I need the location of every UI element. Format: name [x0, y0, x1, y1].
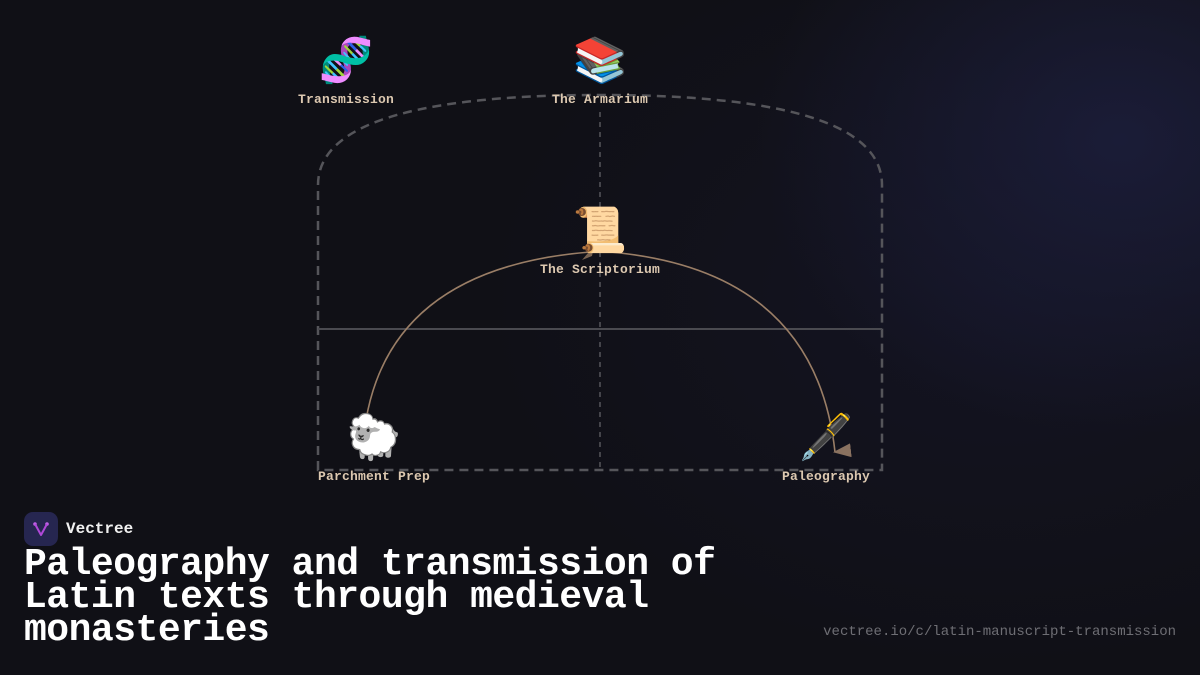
node-transmission[interactable]: 🧬 Transmission [297, 35, 395, 108]
node-armarium[interactable]: 📚 The Armarium [551, 35, 649, 108]
edge-scriptorium-to-paleography [609, 251, 852, 458]
scroll-icon: 📜 [572, 205, 628, 256]
node-label: Transmission [297, 92, 395, 107]
node-parchment-prep[interactable]: 🐑 Parchment Prep [317, 412, 431, 485]
brand[interactable]: Vectree [24, 512, 133, 546]
node-label: The Armarium [551, 92, 649, 107]
node-paleography[interactable]: 🖋️ Paleography [781, 412, 871, 485]
dna-icon: 🧬 [318, 35, 374, 86]
node-label: Paleography [781, 469, 871, 484]
edge-parchment-to-scriptorium [365, 251, 591, 421]
node-scriptorium[interactable]: 📜 The Scriptorium [539, 205, 661, 278]
source-url[interactable]: vectree.io/c/latin-manuscript-transmissi… [823, 624, 1176, 640]
node-label: Parchment Prep [317, 469, 431, 484]
brand-name: Vectree [66, 520, 134, 538]
vectree-logo-icon [24, 512, 58, 546]
fountain-pen-icon: 🖋️ [798, 412, 854, 463]
node-label: The Scriptorium [539, 262, 661, 277]
dashed-container [316, 93, 884, 472]
books-icon: 📚 [572, 35, 628, 86]
page-title: Paleography and transmission of Latin te… [24, 543, 716, 652]
arrow-into-scriptorium [582, 246, 594, 260]
sheep-icon: 🐑 [346, 412, 402, 463]
